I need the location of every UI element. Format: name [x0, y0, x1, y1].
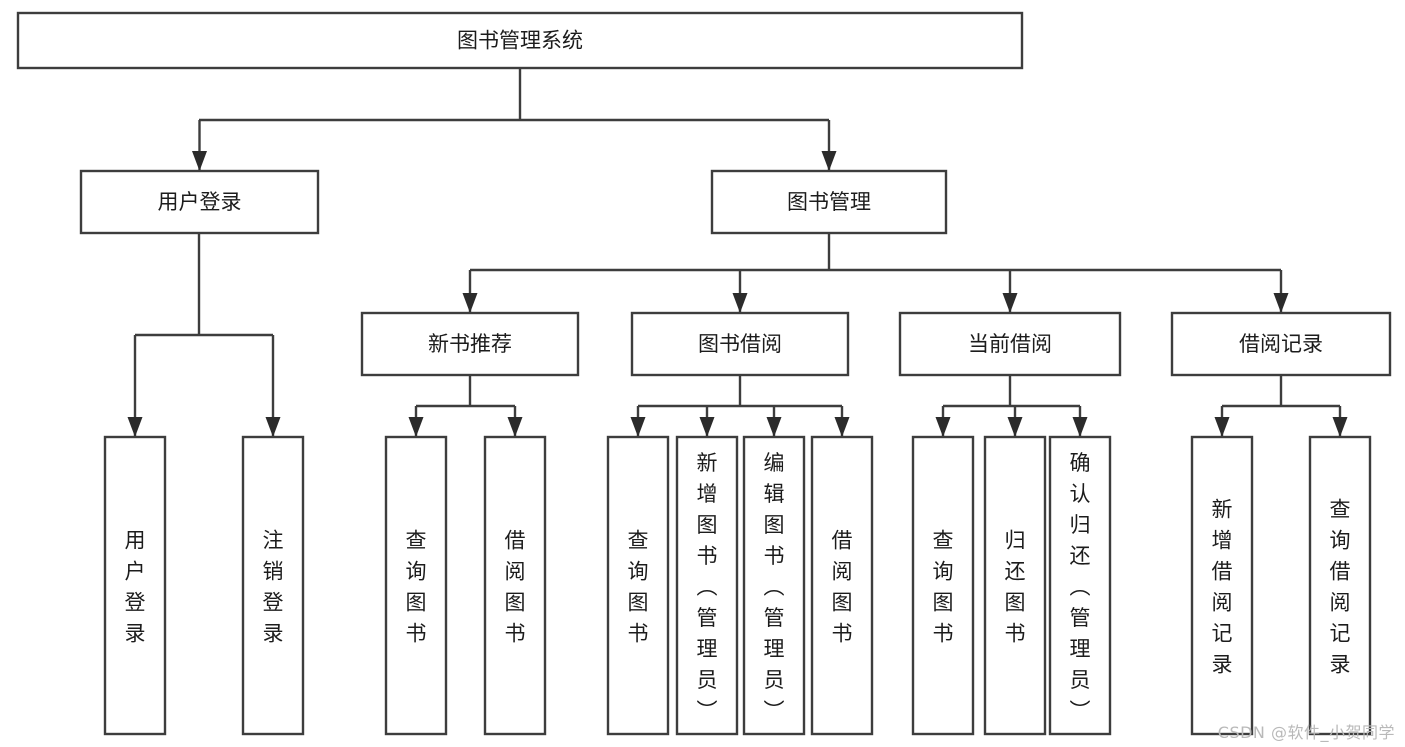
node-box[interactable] — [1170, 311, 1392, 377]
node-label: 借阅记录 — [1239, 332, 1323, 356]
node-label: 查询图书 — [406, 529, 427, 646]
node-leaf-2[interactable]: 查询图书 — [384, 435, 448, 736]
node-label: 新增借阅记录 — [1212, 498, 1233, 677]
node-leaf-7[interactable]: 借阅图书 — [810, 435, 874, 736]
node-label: 图书管理 — [787, 190, 871, 214]
node-box[interactable] — [675, 435, 739, 736]
arrow-head-icon — [265, 417, 281, 437]
node-box[interactable] — [911, 435, 975, 736]
node-box[interactable] — [103, 435, 167, 736]
node-box[interactable] — [810, 435, 874, 736]
node-label: 图书管理系统 — [457, 29, 583, 53]
arrow-head-icon — [408, 417, 424, 437]
arrow-head-icon — [699, 417, 715, 437]
node-leaf-9[interactable]: 归还图书 — [983, 435, 1047, 736]
node-leaf-1[interactable]: 注销登录 — [241, 435, 305, 736]
node-label: 注销登录 — [263, 529, 284, 646]
node-box[interactable] — [606, 435, 670, 736]
node-level3-2[interactable]: 当前借阅 — [898, 311, 1122, 377]
node-box[interactable] — [710, 169, 948, 235]
node-box[interactable] — [360, 311, 580, 377]
node-box[interactable] — [79, 169, 320, 235]
arrow-head-icon — [1002, 293, 1018, 313]
node-label: 查询图书 — [933, 529, 954, 646]
node-leaf-8[interactable]: 查询图书 — [911, 435, 975, 736]
node-box[interactable] — [1308, 435, 1372, 736]
arrow-head-icon — [732, 293, 748, 313]
node-leaf-3[interactable]: 借阅图书 — [483, 435, 547, 736]
arrow-head-icon — [1332, 417, 1348, 437]
node-box[interactable] — [1048, 435, 1112, 736]
node-label: 当前借阅 — [968, 332, 1052, 356]
node-label: 新增图书︵管理员︶ — [697, 451, 718, 723]
node-label: 借阅图书 — [505, 529, 526, 646]
node-level2-0[interactable]: 用户登录 — [79, 169, 320, 235]
arrow-head-icon — [1273, 293, 1289, 313]
node-box[interactable] — [742, 435, 806, 736]
arrow-head-icon — [935, 417, 951, 437]
node-label: 新书推荐 — [428, 332, 512, 356]
node-leaf-5[interactable]: 新增图书︵管理员︶ — [675, 435, 739, 736]
node-box[interactable] — [483, 435, 547, 736]
node-level2-1[interactable]: 图书管理 — [710, 169, 948, 235]
arrow-head-icon — [127, 417, 143, 437]
node-box[interactable] — [1190, 435, 1254, 736]
node-box[interactable] — [983, 435, 1047, 736]
node-label: 用户登录 — [158, 190, 242, 214]
arrow-head-icon — [462, 293, 478, 313]
arrow-head-icon — [192, 151, 207, 171]
node-label: 查询图书 — [628, 529, 649, 646]
node-label: 借阅图书 — [832, 529, 853, 646]
arrow-head-icon — [1007, 417, 1023, 437]
nodes-layer: 图书管理系统用户登录图书管理新书推荐图书借阅当前借阅借阅记录用户登录注销登录查询… — [16, 11, 1392, 736]
arrow-head-icon — [507, 417, 523, 437]
arrow-head-icon — [834, 417, 850, 437]
arrow-head-icon — [630, 417, 646, 437]
node-box[interactable] — [898, 311, 1122, 377]
node-label: 编辑图书︵管理员︶ — [764, 451, 785, 723]
arrow-head-icon — [821, 151, 837, 171]
node-leaf-0[interactable]: 用户登录 — [103, 435, 167, 736]
connectors-layer — [127, 68, 1348, 437]
arrow-head-icon — [1072, 417, 1088, 437]
arrow-head-icon — [766, 417, 782, 437]
node-leaf-12[interactable]: 查询借阅记录 — [1308, 435, 1372, 736]
node-box[interactable] — [16, 11, 1024, 70]
node-level3-1[interactable]: 图书借阅 — [630, 311, 850, 377]
node-label: 查询借阅记录 — [1330, 498, 1351, 677]
node-leaf-4[interactable]: 查询图书 — [606, 435, 670, 736]
node-label: 用户登录 — [125, 529, 146, 646]
csdn-watermark: CSDN @软件_小贺同学 — [1217, 723, 1395, 742]
node-box[interactable] — [630, 311, 850, 377]
node-root-0[interactable]: 图书管理系统 — [16, 11, 1024, 70]
node-leaf-10[interactable]: 确认归还︵管理员︶ — [1048, 435, 1112, 736]
arrow-head-icon — [1214, 417, 1230, 437]
node-label: 图书借阅 — [698, 332, 782, 356]
node-leaf-6[interactable]: 编辑图书︵管理员︶ — [742, 435, 806, 736]
node-leaf-11[interactable]: 新增借阅记录 — [1190, 435, 1254, 736]
node-level3-0[interactable]: 新书推荐 — [360, 311, 580, 377]
node-label: 确认归还︵管理员︶ — [1070, 451, 1091, 723]
node-box[interactable] — [384, 435, 448, 736]
node-level3-3[interactable]: 借阅记录 — [1170, 311, 1392, 377]
node-box[interactable] — [241, 435, 305, 736]
node-label: 归还图书 — [1005, 529, 1026, 646]
